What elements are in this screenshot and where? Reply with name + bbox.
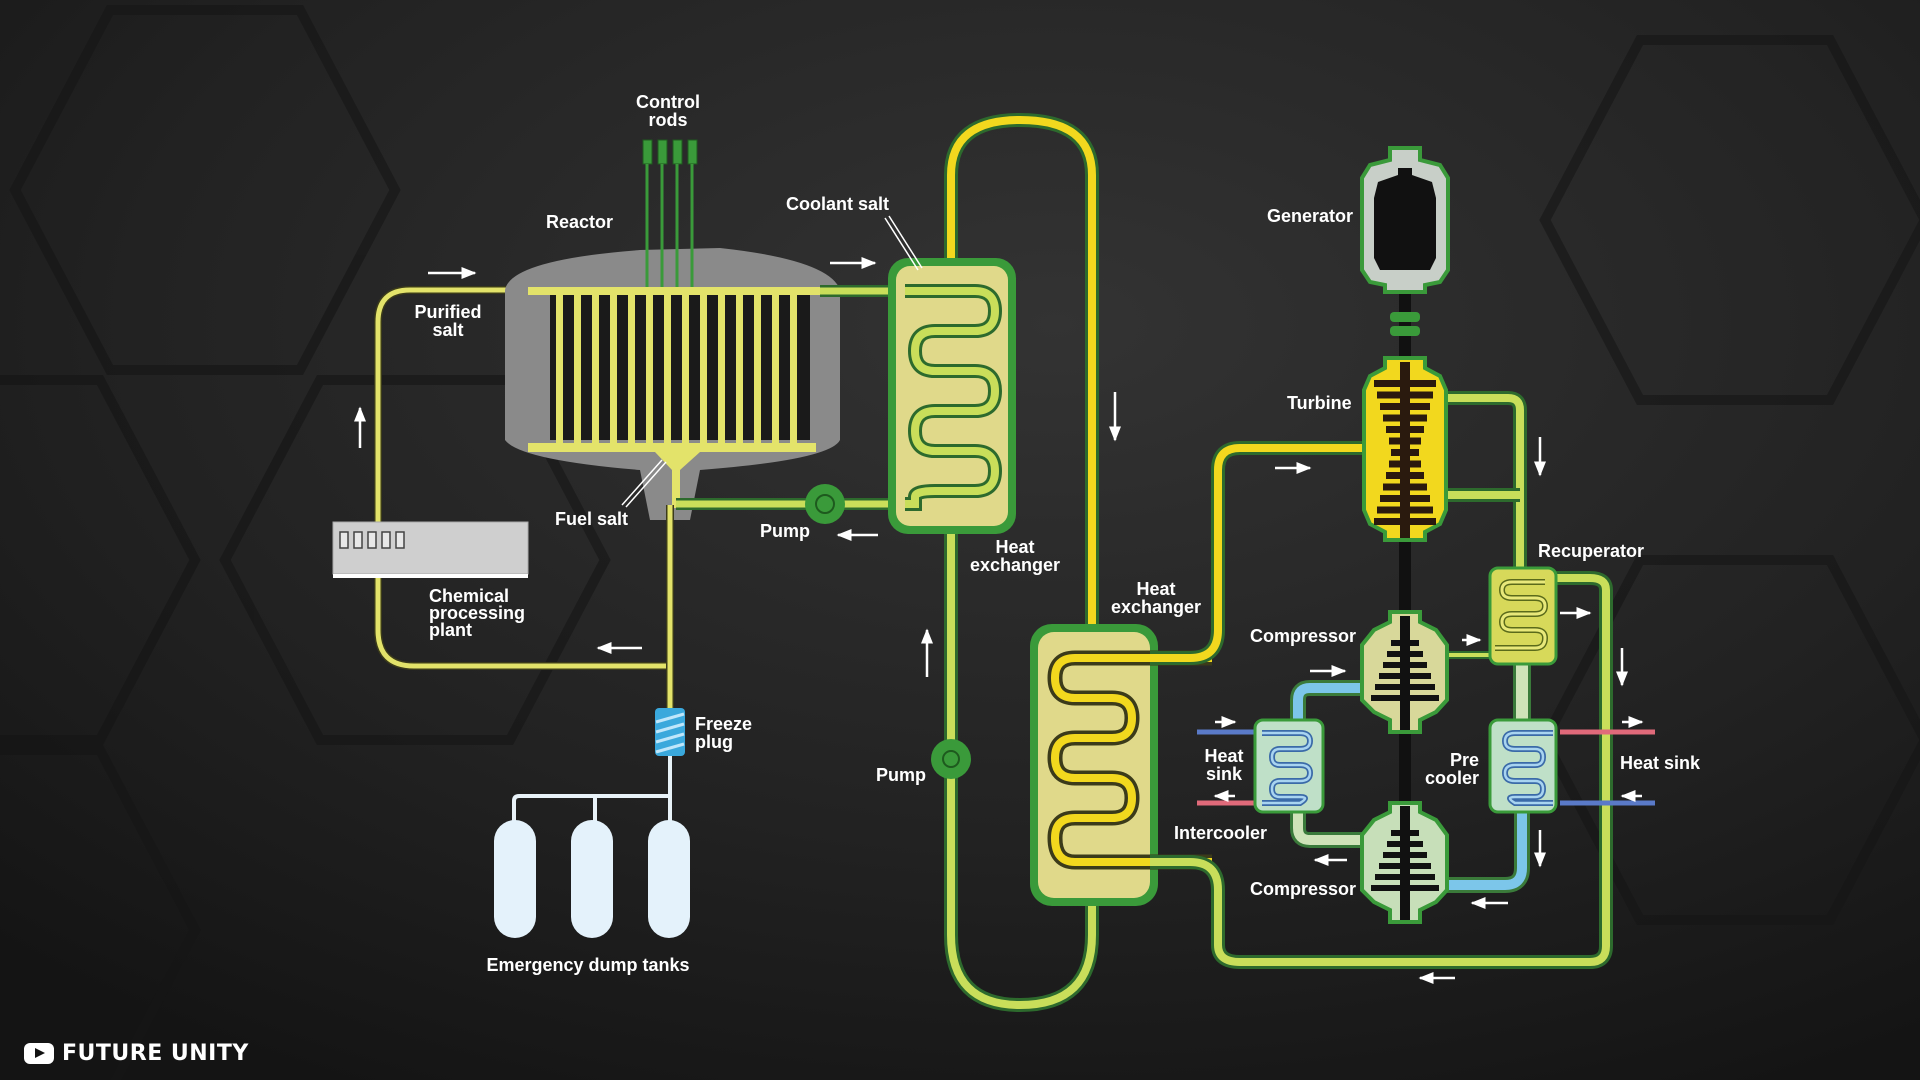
pre-cooler <box>1488 718 1558 814</box>
label-generator: Generator <box>1267 206 1353 226</box>
channel-name: FUTURE UNITY <box>62 1041 249 1066</box>
fuel-channel <box>646 290 653 445</box>
gas-loop-pipes <box>1150 180 1613 969</box>
label-fuel-salt: Fuel salt <box>555 509 628 529</box>
fuel-channel <box>664 290 671 445</box>
label-compressor-top: Compressor <box>1250 626 1356 646</box>
label-heat-sink-right: Heat sink <box>1620 753 1701 773</box>
fuel-channel <box>736 290 743 445</box>
reactor-core <box>528 287 828 508</box>
dump-tank <box>571 820 613 938</box>
fuel-channel <box>754 290 761 445</box>
secondary-heat-exchanger <box>1030 624 1212 906</box>
label-pump-primary: Pump <box>760 521 810 541</box>
label-recuperator: Recuperator <box>1538 541 1644 561</box>
play-button-icon <box>24 1043 54 1064</box>
label-turbine: Turbine <box>1287 393 1352 413</box>
turbine <box>1362 356 1448 542</box>
fuel-channel <box>628 290 635 445</box>
purified-salt-loop <box>374 286 668 670</box>
dump-tank <box>648 820 690 938</box>
label-coolant-salt: Coolant salt <box>786 194 889 214</box>
label-dump-tanks: Emergency dump tanks <box>486 955 689 975</box>
fuel-channel <box>772 290 779 445</box>
compressor-top <box>1360 610 1449 734</box>
fuel-channel <box>718 290 725 445</box>
channel-branding: FUTURE UNITY <box>24 1041 249 1066</box>
freeze-plug <box>655 708 685 756</box>
intercooler <box>1253 718 1325 814</box>
label-reactor: Reactor <box>546 212 613 232</box>
leader-lines <box>621 215 923 508</box>
label-compressor-bottom: Compressor <box>1250 879 1356 899</box>
fuel-channel <box>592 290 599 445</box>
chemical-processing-plant <box>332 521 529 578</box>
fuel-channel <box>556 290 563 445</box>
fuel-channel <box>610 290 617 445</box>
primary-pump <box>805 484 845 524</box>
emergency-dump-tanks <box>494 820 690 938</box>
fuel-channel <box>682 290 689 445</box>
generator <box>1360 146 1450 336</box>
recuperator <box>1488 566 1558 666</box>
fuel-channel <box>574 290 581 445</box>
fuel-channel <box>790 290 797 445</box>
compressor-bottom <box>1360 801 1449 924</box>
fuel-channel <box>700 290 707 445</box>
dump-tank <box>494 820 536 938</box>
secondary-pump <box>931 739 971 779</box>
heat-sink-lines <box>1197 729 1655 806</box>
primary-heat-exchanger <box>888 258 1016 534</box>
label-pump-secondary: Pump <box>876 765 926 785</box>
label-intercooler: Intercooler <box>1174 823 1267 843</box>
flow-arrows <box>354 257 1644 984</box>
coolant-loop <box>944 112 1099 1013</box>
